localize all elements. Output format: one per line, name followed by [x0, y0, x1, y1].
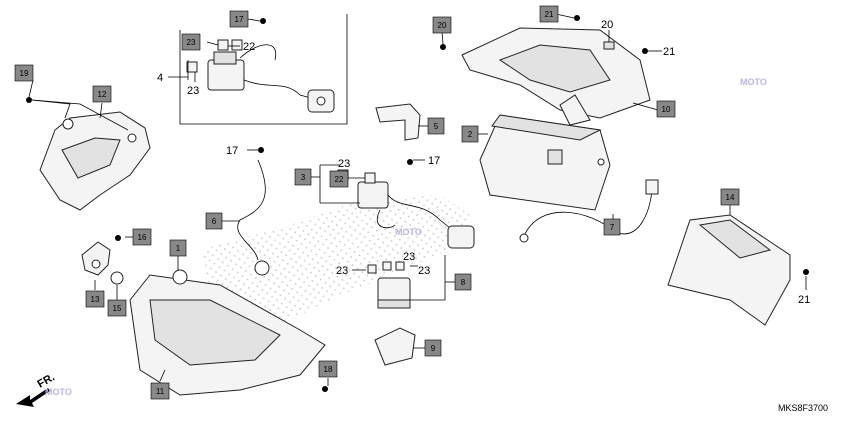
- callout-8[interactable]: 8: [454, 273, 472, 291]
- lower-tray-11: [129, 269, 326, 396]
- callout-10[interactable]: 10: [656, 100, 676, 118]
- callout-23d[interactable]: 23: [403, 251, 415, 263]
- battery-tray-10: [461, 27, 651, 126]
- callout-21b[interactable]: 21: [663, 46, 675, 58]
- battery-2: [479, 114, 611, 211]
- callout-23b[interactable]: 23: [187, 85, 199, 97]
- cover-12: [39, 111, 151, 211]
- callout-17c[interactable]: 17: [428, 155, 440, 167]
- callout-13[interactable]: 13: [85, 290, 105, 308]
- callout-21a[interactable]: 21: [539, 5, 559, 23]
- svg-text:20: 20: [438, 21, 447, 30]
- callout-2[interactable]: 2: [461, 125, 479, 143]
- callout-16[interactable]: 16: [132, 228, 152, 246]
- watermark-top: MOTO: [740, 77, 767, 87]
- callout-12[interactable]: 12: [92, 85, 112, 103]
- svg-text:14: 14: [726, 193, 735, 202]
- callout-17a[interactable]: 17: [229, 10, 249, 28]
- svg-text:19: 19: [20, 69, 29, 78]
- callout-7[interactable]: 7: [603, 218, 621, 236]
- holder-5: [375, 103, 421, 141]
- svg-text:10: 10: [662, 105, 671, 114]
- svg-text:9: 9: [431, 344, 436, 353]
- bracket-13: [81, 241, 111, 276]
- callout-14[interactable]: 14: [720, 188, 740, 206]
- callout-23c[interactable]: 23: [338, 158, 350, 170]
- callout-11[interactable]: 11: [150, 382, 170, 400]
- callout-3[interactable]: 3: [294, 168, 312, 186]
- cover-14: [667, 214, 791, 326]
- callout-21c[interactable]: 21: [798, 294, 810, 306]
- watermark-mid: MOTO: [395, 227, 422, 237]
- clip-20: [603, 41, 615, 50]
- callout-20a[interactable]: 20: [432, 16, 452, 34]
- bolt-16: [115, 235, 121, 241]
- svg-text:15: 15: [113, 304, 122, 313]
- svg-text:16: 16: [138, 233, 147, 242]
- callout-22a[interactable]: 22: [243, 41, 255, 53]
- diagram-code: MKS8F3700: [777, 403, 828, 413]
- callout-4[interactable]: 4: [157, 72, 163, 84]
- svg-text:1: 1: [176, 244, 181, 253]
- svg-text:7: 7: [610, 223, 615, 232]
- cable-6: [237, 159, 266, 261]
- bolt-21-right: [642, 48, 648, 54]
- bolt-19: [26, 97, 32, 103]
- bolt-21-top: [574, 15, 580, 21]
- callout-23a[interactable]: 23: [181, 33, 201, 51]
- svg-text:6: 6: [212, 217, 217, 226]
- callout-17b[interactable]: 17: [226, 145, 238, 157]
- callout-19[interactable]: 19: [14, 64, 34, 82]
- starter-relay-3: [337, 169, 475, 249]
- svg-text:3: 3: [301, 173, 306, 182]
- svg-text:8: 8: [461, 278, 466, 287]
- svg-text:5: 5: [434, 122, 439, 131]
- svg-text:17: 17: [235, 15, 244, 24]
- svg-text:23: 23: [187, 38, 196, 47]
- callout-23e[interactable]: 23: [336, 265, 348, 277]
- relay-8: [367, 261, 411, 309]
- callout-1[interactable]: 1: [169, 239, 187, 257]
- screw-17-left: [258, 147, 264, 153]
- screw-17-mid: [407, 159, 413, 165]
- grommet-15: [110, 271, 124, 285]
- callout-9[interactable]: 9: [424, 339, 442, 357]
- bolt-18: [322, 386, 328, 392]
- screw-17-top: [260, 18, 266, 24]
- relay-assembly-4: [186, 39, 335, 113]
- svg-text:18: 18: [324, 365, 333, 374]
- callout-15[interactable]: 15: [107, 299, 127, 317]
- svg-text:12: 12: [98, 90, 107, 99]
- callout-22b[interactable]: 22: [329, 170, 349, 188]
- svg-text:11: 11: [156, 387, 165, 396]
- svg-text:2: 2: [468, 130, 473, 139]
- svg-text:21: 21: [545, 10, 554, 19]
- callout-20b[interactable]: 20: [601, 19, 613, 31]
- bolt-21-bottom: [803, 269, 809, 275]
- front-direction-arrow: [16, 388, 50, 407]
- callout-6[interactable]: 6: [205, 212, 223, 230]
- callout-18[interactable]: 18: [318, 360, 338, 378]
- frame-silhouette: [200, 195, 470, 330]
- watermark-bottom: MOTO: [45, 387, 72, 397]
- callout-5[interactable]: 5: [427, 117, 445, 135]
- cap-9: [374, 327, 416, 366]
- callout-23f[interactable]: 23: [418, 265, 430, 277]
- grommet-1: [172, 269, 188, 285]
- bolt-20-left: [440, 44, 446, 50]
- svg-text:22: 22: [335, 175, 344, 184]
- svg-text:13: 13: [91, 295, 100, 304]
